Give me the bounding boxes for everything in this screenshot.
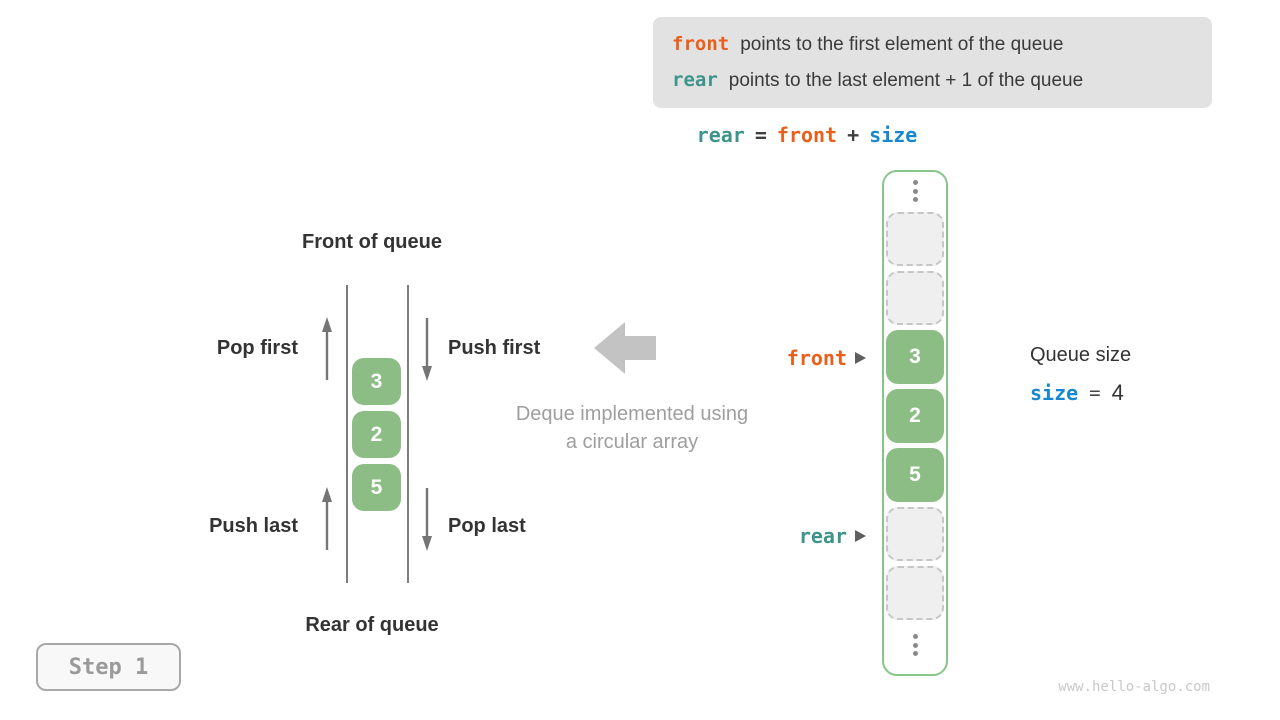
front-pointer: front: [696, 345, 866, 371]
array-cell-empty: [886, 507, 944, 561]
formula-rear: rear: [696, 123, 745, 147]
array-cell-empty: [886, 566, 944, 620]
push-first-label: Push first: [448, 337, 541, 359]
caption-line1: Deque implemented using: [515, 403, 749, 425]
rear-of-queue-label: Rear of queue: [305, 614, 439, 636]
formula-front: front: [776, 123, 838, 147]
queue-size-title: Queue size: [1030, 344, 1132, 366]
deque-cell: 3: [352, 358, 401, 405]
pointer-arrow-icon: [855, 352, 866, 364]
array-cell-empty: [886, 271, 944, 325]
rear-formula: rear = front + size: [657, 121, 957, 149]
ellipsis-icon: [882, 634, 948, 656]
ellipsis-icon: [882, 180, 948, 202]
front-pointer-label: front: [786, 346, 847, 370]
size-equals: =: [1089, 382, 1101, 404]
size-value: 4: [1111, 380, 1124, 405]
front-description: points to the first element of the queue: [740, 34, 1064, 55]
legend-line-front: front points to the first element of the…: [672, 33, 1212, 56]
queue-size-value-row: size = 4: [1030, 380, 1124, 406]
up-arrow-icon: [322, 487, 332, 550]
legend-box: front points to the first element of the…: [653, 17, 1212, 108]
array-cell-value: 5: [886, 448, 944, 502]
deque-cell: 5: [352, 464, 401, 511]
array-cell-value: 3: [886, 330, 944, 384]
formula-equals: =: [754, 123, 767, 147]
rear-pointer: rear: [696, 523, 866, 549]
array-cell-empty: [886, 212, 944, 266]
deque-cell: 2: [352, 411, 401, 458]
caption: Deque implemented using a circular array: [472, 400, 792, 456]
rear-pointer-label: rear: [798, 524, 847, 548]
size-keyword: size: [1030, 381, 1079, 405]
left-arrow-icon: [594, 322, 656, 374]
legend-line-rear: rear points to the last element + 1 of t…: [672, 69, 1212, 92]
formula-size: size: [869, 123, 918, 147]
watermark: www.hello-algo.com: [1058, 679, 1210, 695]
up-arrow-icon: [322, 317, 332, 380]
queue-rail-left: [346, 285, 348, 583]
push-last-label: Push last: [209, 515, 298, 537]
queue-rail-right: [407, 285, 409, 583]
formula-plus: +: [847, 123, 860, 147]
front-of-queue-label: Front of queue: [302, 231, 442, 253]
down-arrow-icon: [422, 318, 432, 381]
front-keyword: front: [672, 33, 730, 55]
rear-keyword: rear: [672, 69, 718, 91]
pointer-arrow-icon: [855, 530, 866, 542]
caption-line2: a circular array: [565, 431, 699, 453]
array-cell-value: 2: [886, 389, 944, 443]
down-arrow-icon: [422, 488, 432, 551]
pop-first-label: Pop first: [216, 337, 298, 359]
pop-last-label: Pop last: [448, 515, 526, 537]
step-badge: Step 1: [36, 643, 181, 691]
rear-description: points to the last element + 1 of the qu…: [728, 70, 1084, 91]
